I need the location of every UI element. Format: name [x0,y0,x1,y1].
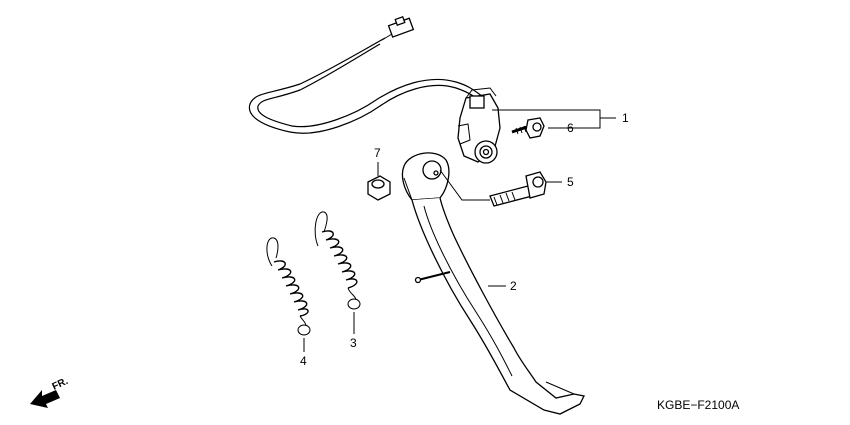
callout-3: 3 [350,336,357,350]
direction-label: FR. [51,376,70,393]
nut-icon [367,175,391,201]
side-stand-icon [401,152,585,415]
callout-2: 2 [510,279,517,293]
side-stand-switch-icon [248,15,501,164]
pivot-bolt-icon [489,171,547,207]
spring-icon [266,237,311,336]
spring-icon [314,211,361,310]
bolt-icon [511,117,545,139]
callout-6: 6 [567,121,574,135]
leader-lines [303,109,616,352]
callout-5: 5 [567,175,574,189]
callout-7: 7 [374,146,381,160]
callout-1: 1 [622,111,629,125]
callout-4: 4 [300,354,307,368]
front-direction-arrow-icon [30,390,60,408]
drawing-code: KGBE−F2100A [657,398,739,412]
